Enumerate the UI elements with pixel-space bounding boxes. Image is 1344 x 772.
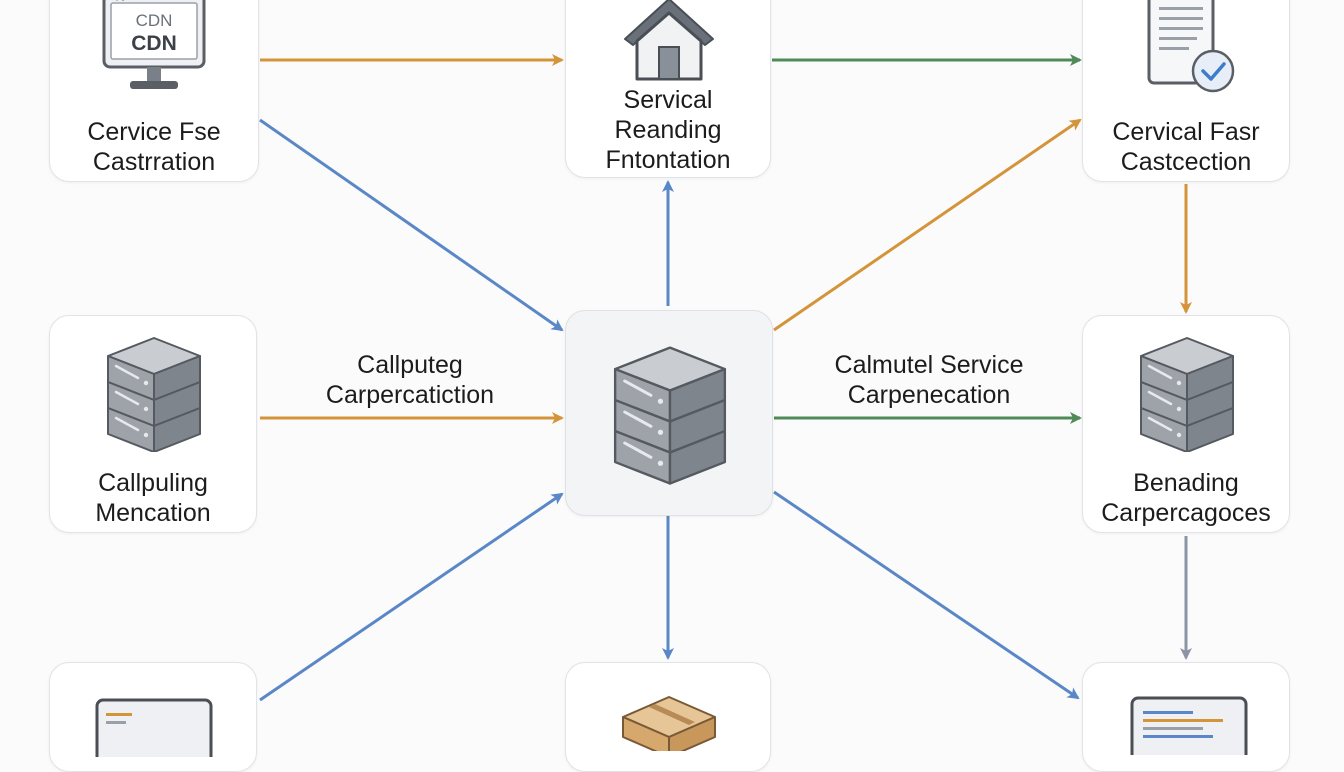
monitor-cdn-icon: CDN CDN	[102, 0, 206, 89]
box-icon	[622, 696, 716, 751]
monitor-text-top: CDN	[136, 11, 173, 30]
monitor-text-bottom: CDN	[131, 32, 177, 55]
server-led	[143, 432, 149, 438]
server-slot	[114, 364, 140, 380]
server-led	[657, 429, 664, 435]
code-window-icon	[1130, 696, 1248, 755]
node-label-line: Fntontation	[605, 146, 731, 174]
node-label-line: Callpuling	[98, 469, 208, 497]
server-unit-right	[668, 429, 727, 485]
node-label-line: Castrration	[92, 148, 216, 176]
server-slot	[1147, 390, 1173, 406]
node-label-line: Cervical Fasr	[1112, 118, 1260, 146]
server-slot	[623, 410, 653, 428]
server-slot	[1147, 416, 1173, 432]
edge-cdn-to-hub	[259, 118, 564, 332]
node-bottom-right[interactable]	[1082, 662, 1290, 772]
edge-hub-to-bottom-right	[773, 490, 1080, 700]
server-led	[657, 398, 664, 404]
server-stack-icon	[1140, 337, 1234, 452]
server-stack-icon	[107, 337, 201, 452]
node-cdn[interactable]: CDN CDN Cervice Fse Castrration	[49, 0, 259, 182]
node-right-server[interactable]: Benading Carpercagoces	[1082, 315, 1290, 533]
node-cdn-label: Cervice Fse Castrration	[50, 117, 258, 177]
edge-label-line: Calmutel Service	[834, 351, 1024, 379]
node-right-server-label: Benading Carpercagoces	[1083, 468, 1289, 528]
node-label-line: Castcection	[1120, 148, 1252, 176]
edge-label-hub-to-right: Calmutel Service Carpenecation	[804, 350, 1054, 410]
connector-layer	[259, 54, 1192, 702]
server-led	[657, 460, 664, 466]
node-left-server-label: Callpuling Mencation	[50, 468, 256, 528]
service-diagram: Callputeg Carpercatiction Calmutel Servi…	[49, 0, 1290, 772]
node-label-line: Benading	[1133, 469, 1239, 497]
node-bottom-left[interactable]	[49, 662, 257, 772]
node-home[interactable]: Servical Reanding Fntontation	[565, 0, 771, 178]
server-slot	[114, 390, 140, 406]
node-label-line: Cervice Fse	[87, 118, 221, 146]
node-left-server[interactable]: Callpuling Mencation	[49, 315, 257, 533]
server-stack-icon	[613, 346, 727, 485]
server-led	[1176, 380, 1182, 386]
edge-label-line: Carpercatiction	[325, 381, 495, 409]
node-document-label: Cervical Fasr Castcection	[1083, 117, 1289, 177]
server-led	[143, 406, 149, 412]
edge-hub-to-doc	[773, 118, 1082, 332]
server-slot	[623, 379, 653, 397]
server-slot	[114, 416, 140, 432]
node-hub[interactable]	[565, 310, 773, 516]
node-bottom-mid[interactable]	[565, 662, 771, 772]
node-label-line: Servical	[623, 86, 713, 114]
node-label-line: Reanding	[614, 116, 722, 144]
node-label-line: Carpercagoces	[1101, 499, 1271, 527]
server-slot	[623, 441, 653, 459]
laptop-icon	[95, 698, 213, 757]
server-led	[1176, 432, 1182, 438]
server-led	[1176, 406, 1182, 412]
server-unit-right	[1186, 407, 1234, 452]
server-slot	[1147, 364, 1173, 380]
node-document[interactable]: Cervical Fasr Castcection	[1082, 0, 1290, 182]
edge-label-line: Callputeg	[357, 351, 463, 379]
server-unit-right	[153, 407, 201, 452]
edge-label-left-to-hub: Callputeg Carpercatiction	[300, 350, 520, 410]
document-check-icon	[1147, 0, 1235, 93]
house-icon	[624, 0, 714, 81]
node-label-line: Mencation	[95, 499, 211, 527]
node-home-label: Servical Reanding Fntontation	[566, 85, 770, 175]
server-led	[143, 380, 149, 386]
edge-label-line: Carpenecation	[847, 381, 1011, 409]
edge-bottom-left-to-hub	[259, 492, 564, 702]
